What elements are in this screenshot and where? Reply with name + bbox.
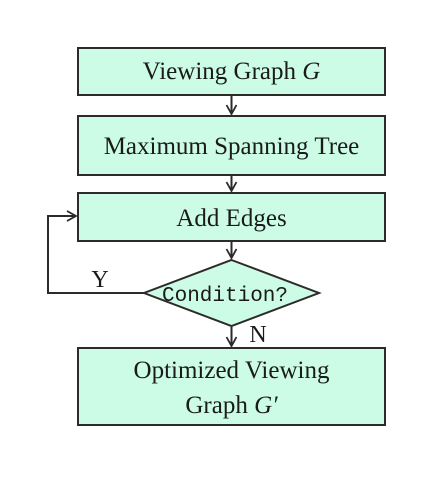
node-max-spanning-tree-box: [77, 115, 386, 176]
arrow-loop-back: [47, 210, 144, 294]
node-max-spanning-tree-label: Maximum Spanning Tree: [104, 133, 360, 160]
node-max-spanning-tree: Maximum Spanning Tree: [77, 115, 386, 176]
node-add-edges-label: Add Edges: [176, 205, 286, 232]
node-optimized-graph: Optimized Viewing Graph G′: [77, 347, 386, 426]
node-add-edges-box: [77, 192, 386, 242]
branch-no-label: N: [249, 322, 266, 348]
node-optimized-graph-box: [77, 347, 386, 426]
node-viewing-graph-label: Viewing Graph G: [143, 58, 321, 85]
branch-yes-label: Y: [91, 267, 108, 293]
node-condition: Condition?: [141, 258, 322, 328]
node-optimized-graph-label-line1: Optimized Viewing: [134, 357, 330, 384]
node-viewing-graph: Viewing Graph G: [77, 47, 386, 96]
node-viewing-graph-box: [77, 47, 386, 96]
node-optimized-graph-label-line2: Graph G′: [185, 392, 278, 419]
node-add-edges: Add Edges: [77, 192, 386, 242]
node-condition-label: Condition?: [162, 285, 288, 308]
